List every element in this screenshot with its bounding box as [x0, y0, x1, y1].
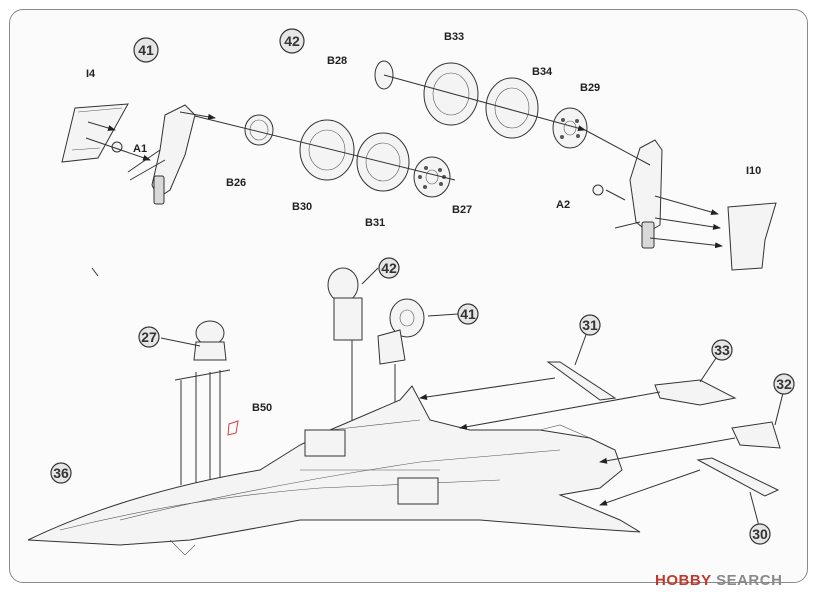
step-30-callout: 30 — [749, 523, 771, 545]
part-30-flap — [696, 457, 780, 497]
aircraft-fuselage — [27, 385, 641, 556]
step-33-callout: 33 — [711, 339, 733, 361]
part-b27-rim — [413, 156, 451, 198]
step-41-assembly — [61, 103, 216, 205]
step-41-callout: 41 — [133, 37, 159, 63]
part-33-flap — [654, 379, 737, 406]
svg-text:41: 41 — [460, 306, 476, 322]
label-b27: B27 — [452, 204, 472, 216]
step-42-small-callout: 42 — [378, 257, 400, 279]
label-i4: I4 — [86, 68, 96, 80]
step-36-callout: 36 — [50, 462, 72, 484]
svg-text:41: 41 — [138, 42, 154, 58]
svg-text:42: 42 — [284, 33, 300, 49]
wheel-b33-b34 — [423, 62, 539, 139]
step-32-callout: 32 — [773, 373, 795, 395]
part-b26-hub — [244, 114, 274, 146]
step-27-callout: 27 — [138, 326, 160, 348]
label-b31: B31 — [365, 217, 385, 229]
label-b50: B50 — [252, 402, 272, 414]
main-wheel-assembly — [377, 298, 425, 485]
svg-text:30: 30 — [752, 526, 768, 542]
part-b29-rim — [552, 107, 588, 149]
svg-text:33: 33 — [714, 342, 730, 358]
label-a1: A1 — [133, 143, 147, 155]
label-b26: B26 — [226, 177, 246, 189]
label-b30: B30 — [292, 201, 312, 213]
step-41-small-callout: 41 — [457, 303, 479, 325]
label-b34: B34 — [532, 66, 553, 78]
label-b33: B33 — [444, 31, 464, 43]
label-b28: B28 — [327, 55, 347, 67]
part-31-flap — [546, 361, 617, 401]
svg-text:27: 27 — [141, 329, 157, 345]
svg-text:31: 31 — [582, 317, 598, 333]
svg-text:32: 32 — [776, 376, 792, 392]
step-42-leg-assembly — [584, 129, 777, 271]
step-42-callout: 42 — [279, 28, 305, 54]
nose-wheel-assembly — [327, 267, 363, 470]
step-31-callout: 31 — [579, 314, 601, 336]
part-b50-red-detail — [227, 420, 239, 436]
svg-text:42: 42 — [381, 260, 397, 276]
hobby-search-watermark: HOBBY SEARCH — [655, 572, 783, 589]
step-27-component — [174, 320, 231, 485]
svg-text:36: 36 — [53, 465, 69, 481]
label-b29: B29 — [580, 82, 600, 94]
part-32-fin — [731, 421, 781, 449]
label-a2: A2 — [556, 199, 570, 211]
label-i10: I10 — [746, 165, 761, 177]
